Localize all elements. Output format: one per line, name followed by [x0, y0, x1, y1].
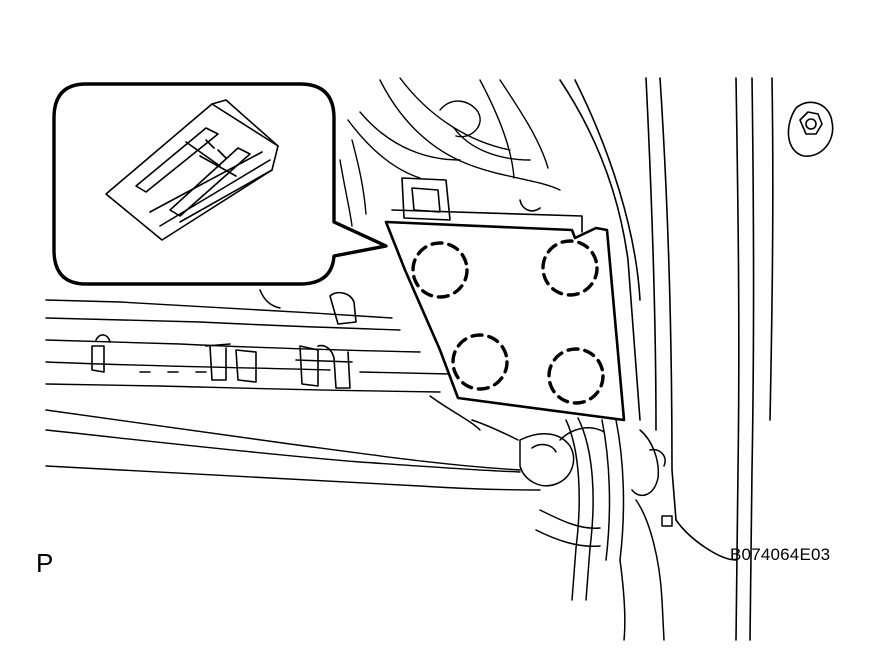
lower-duct	[45, 299, 541, 491]
lower-harness	[429, 395, 673, 641]
clip-location-marker	[411, 241, 469, 299]
duct-clips	[91, 289, 357, 389]
clip-location-marker	[451, 333, 509, 391]
clip-detail-icon	[105, 99, 279, 241]
cover-panel	[384, 220, 626, 422]
view-label: P	[36, 548, 54, 578]
bolt-icon	[787, 101, 834, 157]
mount-bracket	[391, 177, 583, 233]
upper-harness	[339, 77, 561, 227]
detail-callout-bubble	[52, 82, 388, 286]
clip-location-marker	[541, 239, 599, 297]
pillar-frame	[559, 77, 774, 641]
clip-location-marker	[547, 347, 605, 405]
figure-code: B074064E03	[730, 545, 831, 564]
